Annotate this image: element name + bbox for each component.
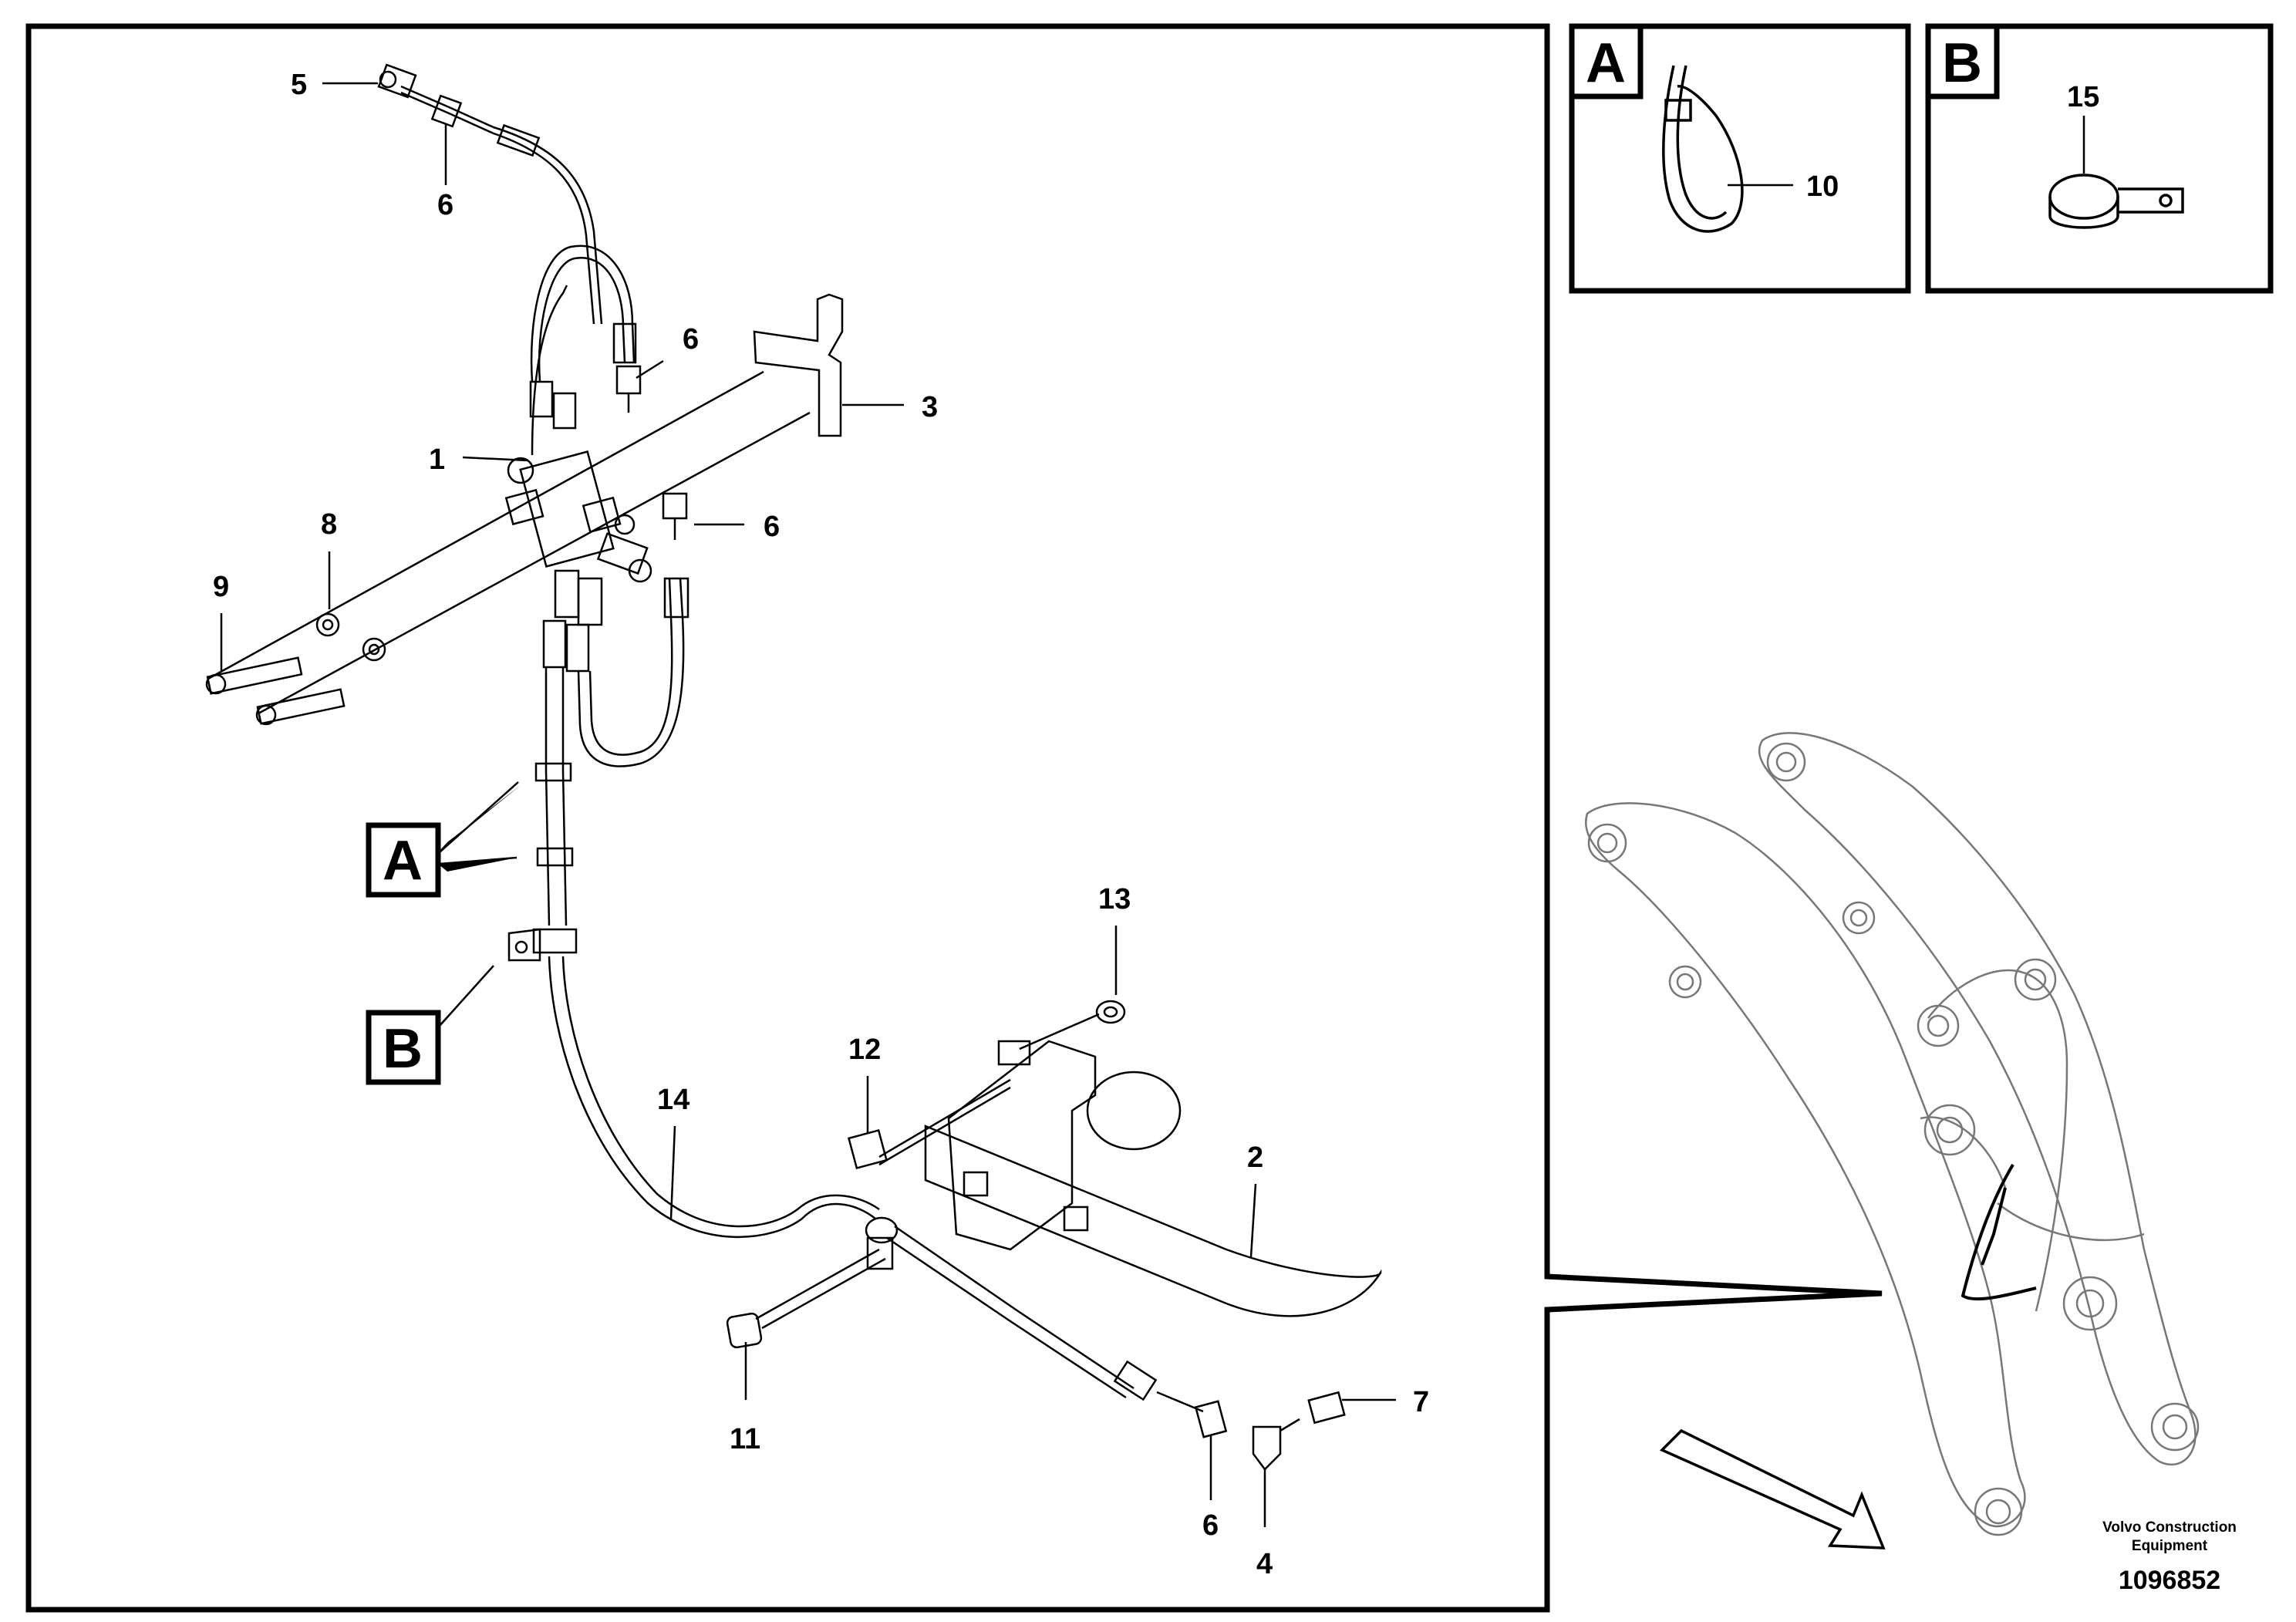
brand-name-line2: Equipment xyxy=(2132,1538,2208,1554)
detail-label-b: B xyxy=(383,1018,423,1080)
detail-label-a: A xyxy=(383,830,423,892)
inset-label-a: A xyxy=(1586,32,1626,94)
inset-frame-b xyxy=(1925,23,2274,294)
cable-tie-illustration xyxy=(1662,65,1793,233)
brand-name: Volvo Construction xyxy=(2102,1519,2237,1536)
mounting-bracket-2 xyxy=(878,1040,1382,1317)
washer-13 xyxy=(1019,1000,1126,1050)
part-label-3: 3 xyxy=(922,391,938,423)
bolts-8-9 xyxy=(205,370,811,726)
part-label-2: 2 xyxy=(1247,1141,1263,1174)
bolt-11 xyxy=(726,1248,886,1349)
part-label-7: 7 xyxy=(1413,1386,1429,1418)
part-label-11: 11 xyxy=(730,1423,760,1455)
top-fittings xyxy=(377,63,688,540)
part-label-12: 12 xyxy=(848,1034,881,1066)
part-label-6-top: 6 xyxy=(437,189,453,221)
inset-label-b: B xyxy=(1942,32,1982,94)
bracket-3 xyxy=(753,293,844,437)
part-label-8: 8 xyxy=(321,508,337,541)
p-clamp-illustration xyxy=(2048,116,2184,229)
part-label-6-hose: 6 xyxy=(683,323,699,356)
detail-callout-a xyxy=(366,781,521,898)
part-label-9: 9 xyxy=(213,571,229,603)
part-label-6-bottom: 6 xyxy=(1202,1509,1219,1542)
part-label-15: 15 xyxy=(2067,81,2099,113)
part-label-1: 1 xyxy=(429,443,445,476)
direction-arrow-icon xyxy=(1659,1428,1886,1549)
part-label-4: 4 xyxy=(1256,1548,1273,1580)
bolt-12 xyxy=(847,1128,888,1170)
part-label-6-right: 6 xyxy=(764,511,780,543)
part-label-5: 5 xyxy=(291,69,307,101)
part-label-10: 10 xyxy=(1806,170,1839,203)
main-frame xyxy=(25,23,1883,1613)
loader-arm-outline xyxy=(1585,732,2200,1536)
leader-lines xyxy=(220,82,1396,1527)
document-number: 1096852 xyxy=(2119,1566,2220,1595)
part-label-14: 14 xyxy=(657,1084,689,1116)
hose-assembly xyxy=(400,85,1346,1471)
detail-callout-b xyxy=(366,965,494,1085)
part-label-13: 13 xyxy=(1098,883,1131,916)
inset-frame-a xyxy=(1569,23,1911,294)
loader-arm-hose-routing xyxy=(1961,1163,2037,1301)
